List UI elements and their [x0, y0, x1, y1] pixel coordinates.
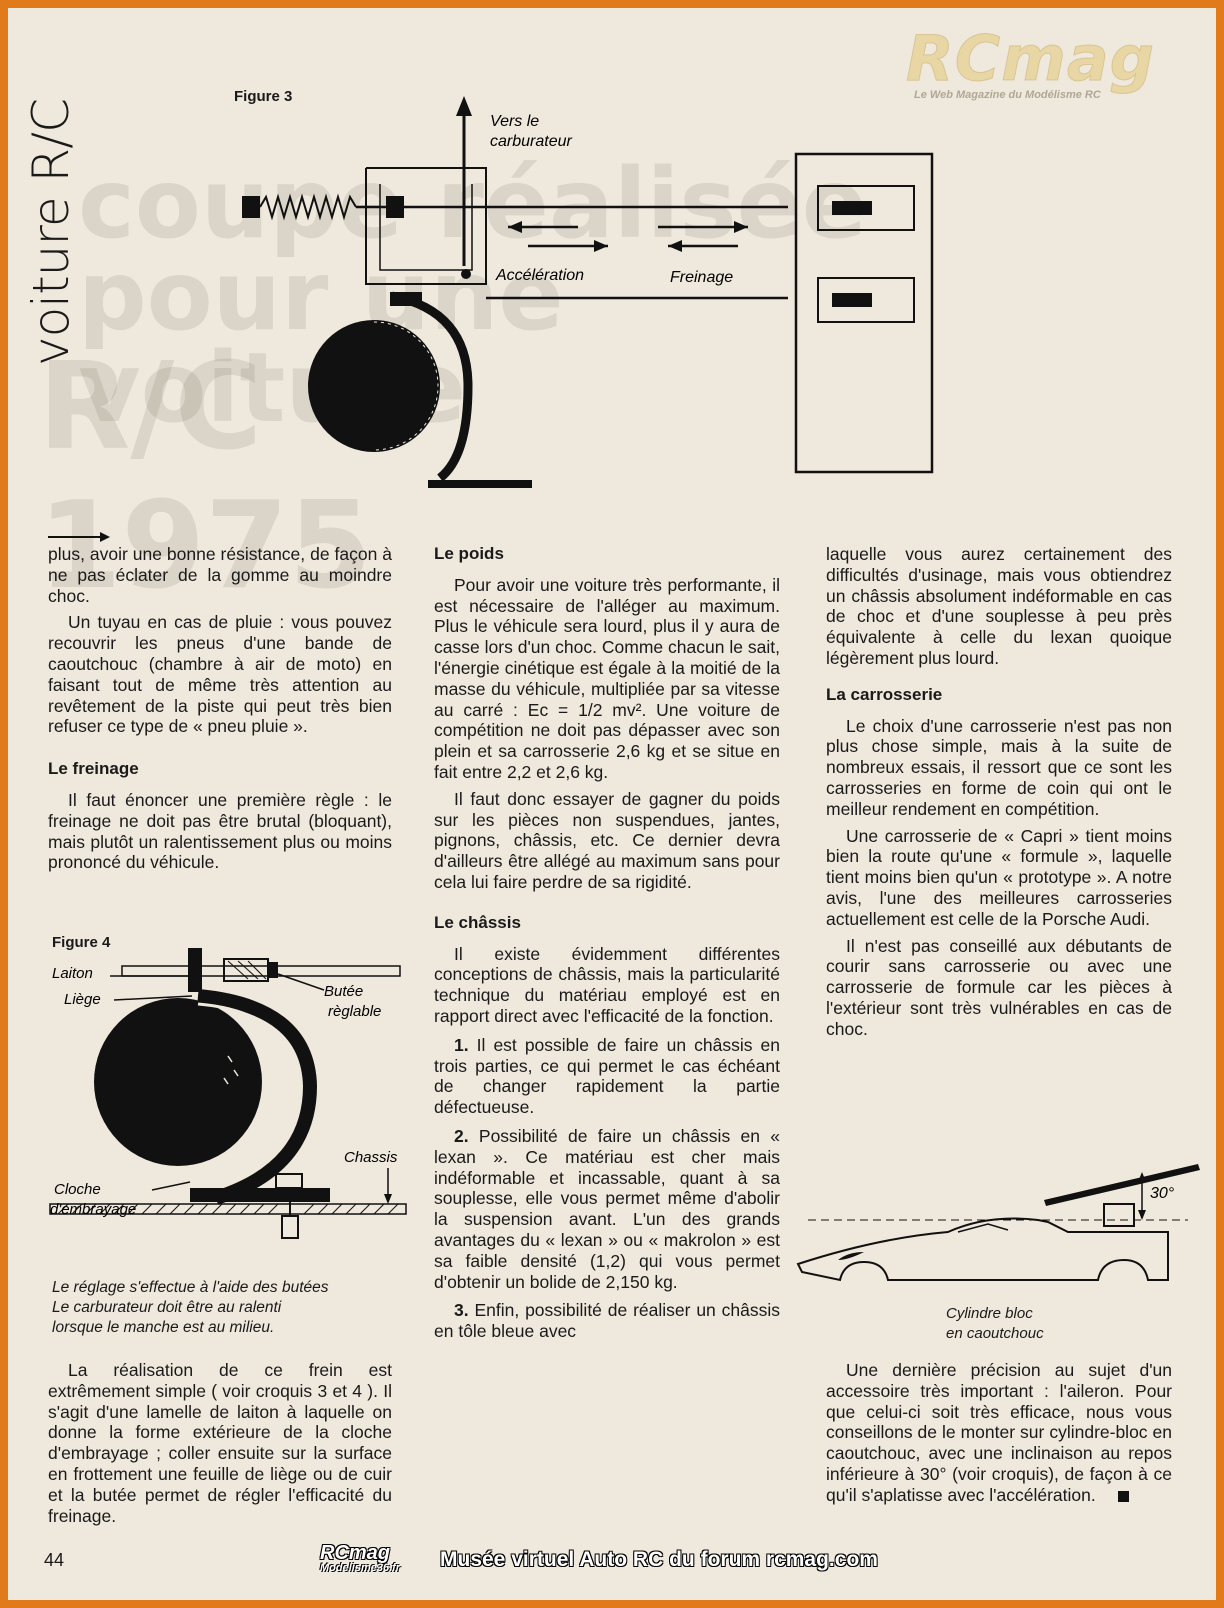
section-label-text: voiture R/C	[22, 99, 80, 366]
fig4-cloche-label: Cloche	[54, 1181, 101, 1198]
fig4-butee-label: Butée	[324, 983, 363, 1000]
heading-poids: Le poids	[434, 544, 504, 563]
col1-paragraph-1: plus, avoir une bonne résistance, de faç…	[48, 544, 392, 606]
col2-paragraph-2: Il faut donc essayer de gagner du poids …	[434, 788, 780, 892]
col1-paragraph-2: Un tuyau en cas de pluie : vous pouvez r…	[48, 612, 392, 737]
fig4-embrayage-label: d'embrayage	[50, 1201, 136, 1218]
footer-mini-logo: RCmag Modelisme36.fr	[320, 1542, 430, 1584]
item-number-1: 1.	[454, 1034, 469, 1055]
figure4-caption-line-2: Le carburateur doit être au ralenti	[52, 1299, 282, 1316]
item-number-2: 2.	[454, 1125, 469, 1146]
continuation-arrow	[48, 532, 110, 542]
figure4-caption-line-1: Le réglage s'effectue à l'aide des butée…	[52, 1279, 329, 1296]
col3-paragraph-1: laquelle vous aurez certainement des dif…	[826, 544, 1172, 668]
museum-banner: Musée virtuel Auto RC du forum rcmag.com	[440, 1548, 878, 1571]
figure5-diagram: 30°	[796, 1164, 1200, 1282]
fig4-chassis-label: Chassis	[344, 1149, 398, 1166]
figure5-caption-line-2: en caoutchouc	[946, 1325, 1044, 1342]
col3-paragraph-4: Il n'est pas conseillé aux débutants de …	[826, 935, 1172, 1039]
figure3-diagram: Vers le carburateur Accélération Freinag…	[242, 96, 934, 488]
fig3-freinage-label: Freinage	[670, 269, 733, 286]
fig3-vers-label: Vers le	[490, 113, 539, 130]
item-number-3: 3.	[454, 1300, 469, 1321]
footer-mini-logo-sub: Modelisme36.fr	[320, 1562, 401, 1574]
figure3-label: Figure 3	[234, 88, 293, 105]
page-number: 44	[44, 1550, 65, 1570]
rcmag-logo: RCmag Le Web Magazine du Modélisme RC	[906, 22, 1186, 102]
heading-carrosserie: La carrosserie	[826, 684, 943, 704]
col2-paragraph-1: Pour avoir une voiture très performante,…	[434, 574, 780, 782]
column-1: plus, avoir une bonne résistance, de faç…	[48, 544, 392, 879]
col2-paragraph-6: Enfin, possibilité de réaliser un châssi…	[434, 1300, 780, 1342]
column-2: Le poids Pour avoir une voiture très per…	[434, 544, 780, 1348]
col3-paragraph-5: Une dernière précision au sujet d'un acc…	[826, 1360, 1172, 1506]
col2-paragraph-3: Il existe évidemment différentes concept…	[434, 943, 780, 1026]
logo-text: RCmag	[906, 22, 1156, 96]
col2-paragraph-5: Possibilité de faire un châssis en « lex…	[434, 1125, 780, 1292]
heading-chassis: Le châssis	[434, 912, 521, 932]
figure5-caption: Cylindre bloc en caoutchouc	[946, 1304, 1044, 1344]
fig3-acceleration-label: Accélération	[495, 267, 584, 284]
fig5-angle-label: 30°	[1150, 1185, 1175, 1202]
col2-paragraph-4: Il est possible de faire un châssis en t…	[434, 1034, 780, 1118]
figure4-caption: Le réglage s'effectue à l'aide des butée…	[52, 1278, 329, 1338]
section-label: voiture R/C	[22, 96, 88, 366]
footer-mini-logo-text: RCmag	[320, 1542, 391, 1564]
fig4-reglable-label: règlable	[328, 1003, 381, 1020]
figure4-diagram: Laiton Liège Butée règlable Chassis Cloc	[49, 948, 407, 1239]
col3-paragraph-3: Une carrosserie de « Capri » tient moins…	[826, 825, 1172, 929]
heading-freinage: Le freinage	[48, 759, 139, 779]
column-1-bottom: La réalisation de ce frein est extrêmeme…	[48, 1360, 392, 1532]
figure5-caption-line-1: Cylindre bloc	[946, 1305, 1033, 1322]
col3-paragraph-5-text: Une dernière précision au sujet d'un acc…	[826, 1360, 1172, 1505]
col1-paragraph-3: Il faut énoncer une première règle : le …	[48, 789, 392, 873]
logo-tagline: Le Web Magazine du Modélisme RC	[914, 89, 1101, 101]
col1-paragraph-4: La réalisation de ce frein est extrêmeme…	[48, 1360, 392, 1526]
column-3: laquelle vous aurez certainement des dif…	[826, 544, 1172, 1046]
fig4-liege-label: Liège	[64, 991, 101, 1008]
col3-paragraph-2: Le choix d'une carrosserie n'est pas non…	[826, 715, 1172, 819]
figure4-caption-line-3: lorsque le manche est au milieu.	[52, 1319, 275, 1336]
end-of-article-mark	[1117, 1490, 1129, 1502]
fig3-carburateur-label: carburateur	[490, 133, 572, 150]
fig4-laiton-label: Laiton	[52, 965, 93, 982]
column-3-bottom: Une dernière précision au sujet d'un acc…	[826, 1360, 1172, 1512]
figure4-label: Figure 4	[52, 934, 111, 951]
